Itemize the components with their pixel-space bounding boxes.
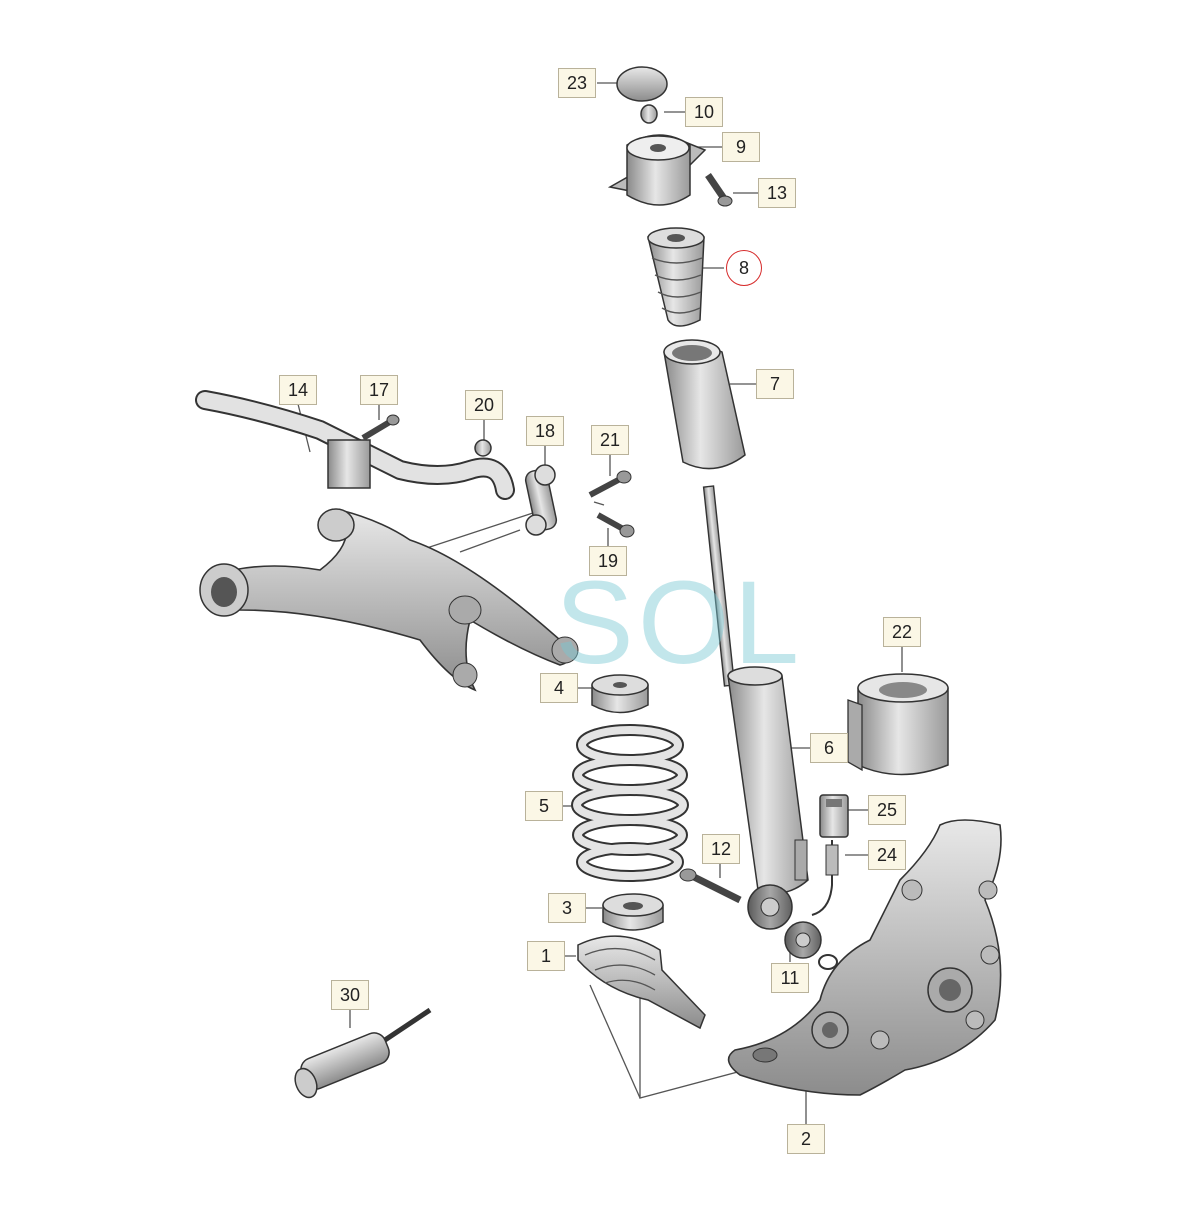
watermark: SOL	[555, 557, 804, 689]
part-10-nut	[640, 104, 658, 124]
callout-30: 30	[331, 980, 369, 1010]
part-17-bolt	[361, 414, 400, 441]
callout-23: 23	[558, 68, 596, 98]
callout-25: 25	[868, 795, 906, 825]
part-19-bolt	[596, 512, 635, 538]
callout-3: 3	[548, 893, 586, 923]
callout-11: 11	[771, 963, 809, 993]
part-9-strut-mount	[607, 134, 707, 206]
part-18-coupling-rod	[524, 464, 558, 536]
callout-18: 18	[526, 416, 564, 446]
callout-12: 12	[702, 834, 740, 864]
part-21-bolt	[588, 470, 632, 498]
callout-13: 13	[758, 178, 796, 208]
callout-24: 24	[868, 840, 906, 870]
part-6-shock-absorber	[702, 485, 822, 959]
callout-20: 20	[465, 390, 503, 420]
part-1-spring-pad	[577, 935, 706, 1030]
part-24-sensor-lead	[811, 840, 839, 916]
callout-4: 4	[540, 673, 578, 703]
part-23-dust-cap	[616, 66, 668, 102]
part-12-bolt	[679, 868, 742, 904]
callout-19: 19	[589, 546, 627, 576]
part-4-spring-seat	[591, 674, 649, 714]
callout-10: 10	[685, 97, 723, 127]
callout-5: 5	[525, 791, 563, 821]
part-13-bolt	[705, 173, 733, 207]
part-11-washer	[818, 954, 838, 970]
part-5-coil-spring	[571, 724, 689, 882]
callout-21: 21	[591, 425, 629, 455]
callout-22: 22	[883, 617, 921, 647]
callout-17: 17	[360, 375, 398, 405]
transverse-link	[199, 508, 579, 692]
part-30-tool	[294, 1007, 432, 1099]
callout-8: 8	[726, 250, 762, 286]
part-14-stabilizer-bar	[195, 390, 515, 500]
callout-9: 9	[722, 132, 760, 162]
callout-1: 1	[527, 941, 565, 971]
part-8-bump-stop	[647, 227, 705, 327]
callout-2: 2	[787, 1124, 825, 1154]
part-2-wheel-bearing-housing	[727, 819, 1002, 1096]
part-25-sensor-connector	[819, 794, 849, 838]
callout-6: 6	[810, 733, 848, 763]
part-3-lower-spring-seat	[602, 893, 664, 931]
callout-7: 7	[756, 369, 794, 399]
part-7-dust-boot	[663, 339, 746, 470]
part-22-bushing	[847, 673, 949, 776]
callout-14: 14	[279, 375, 317, 405]
part-20-nut	[474, 439, 492, 457]
